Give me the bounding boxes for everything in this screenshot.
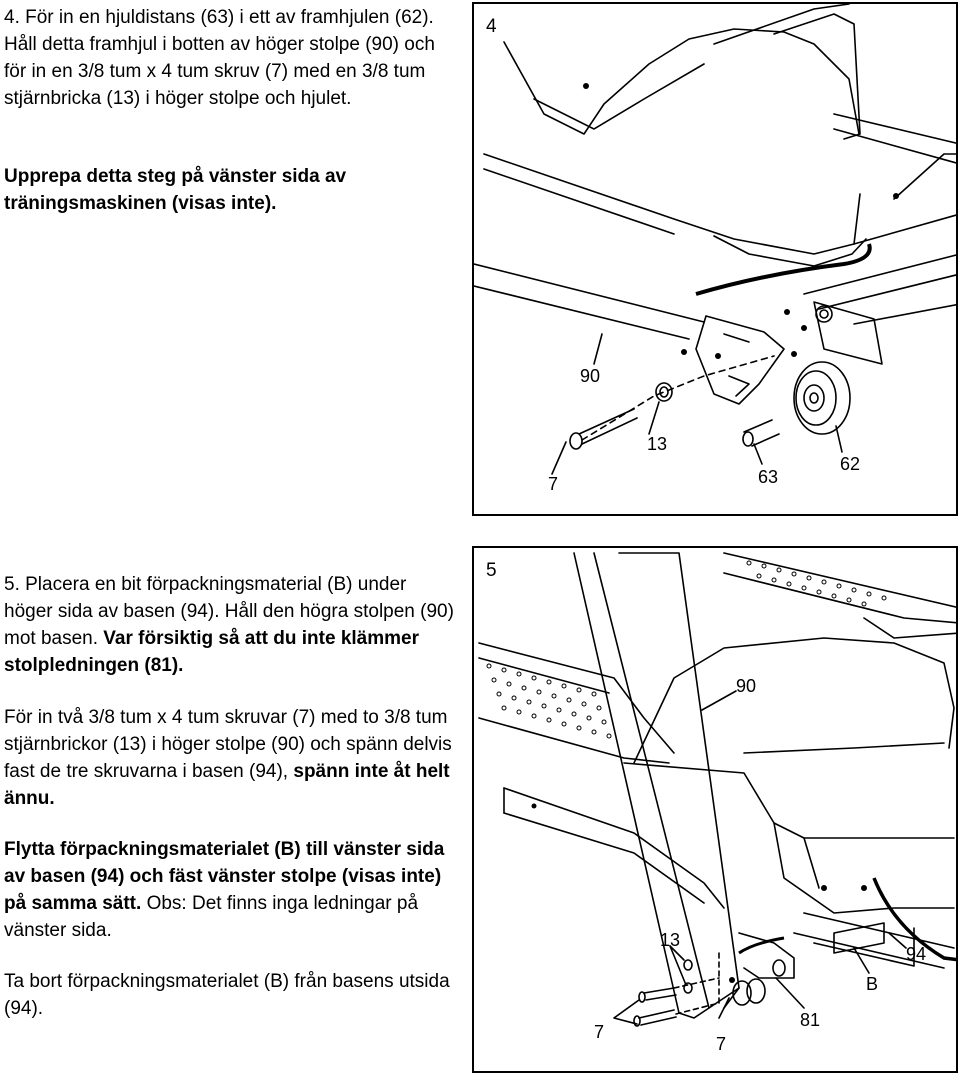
figure-4-number: 4 — [486, 16, 497, 37]
step5-bolt-text: För in två 3/8 tum x 4 tum skruvar (7) m… — [4, 707, 452, 782]
figure-5-drawing — [478, 552, 956, 1027]
step5-caution: Var försiktig så att du inte klämmer sto… — [4, 628, 419, 676]
callout-B: B — [866, 974, 879, 994]
step4-repeat-note: Upprepa detta steg på vänster sida av tr… — [4, 166, 347, 214]
figure-4-drawing — [474, 4, 956, 475]
figure-5-number: 5 — [486, 560, 497, 581]
step5-move-packing-note: Obs: Det finns inga ledningar på vänster… — [4, 893, 419, 941]
callout-62: 62 — [840, 454, 861, 474]
step5-remove-packing: Ta bort förpackningsmaterialet (B) från … — [4, 971, 450, 1019]
step4-instructions: 4. För in en hjuldistans (63) i ett av f… — [4, 7, 435, 109]
figure-4: 4 — [472, 2, 958, 516]
left-vent-dots — [486, 663, 612, 739]
callout-81: 81 — [800, 1010, 821, 1030]
callout-94: 94 — [906, 944, 927, 964]
step5-text-normal: 5. Placera en bit förpackningsmaterial (… — [4, 574, 454, 649]
step5-move-packing-bold: Flytta förpackningsmaterialet (B) till v… — [4, 839, 445, 914]
callout-90: 90 — [580, 366, 601, 386]
step5-bolt-instructions: För in två 3/8 tum x 4 tum skruvar (7) m… — [4, 704, 459, 812]
callout-7a: 7 — [594, 1022, 605, 1042]
figure-5: 5 — [472, 546, 958, 1073]
callout-13: 13 — [660, 930, 681, 950]
callout-7b: 7 — [716, 1034, 727, 1054]
callout-63: 63 — [758, 467, 779, 487]
callout-7: 7 — [548, 474, 559, 494]
upper-vent-dots — [746, 560, 887, 607]
callout-13: 13 — [647, 434, 668, 454]
callout-90: 90 — [736, 676, 757, 696]
step5-instructions: 5. Placera en bit förpackningsmaterial (… — [4, 571, 459, 679]
step5-move-packing: Flytta förpackningsmaterialet (B) till v… — [4, 836, 459, 944]
step5-bolt-warning: spänn inte åt helt ännu. — [4, 761, 450, 809]
